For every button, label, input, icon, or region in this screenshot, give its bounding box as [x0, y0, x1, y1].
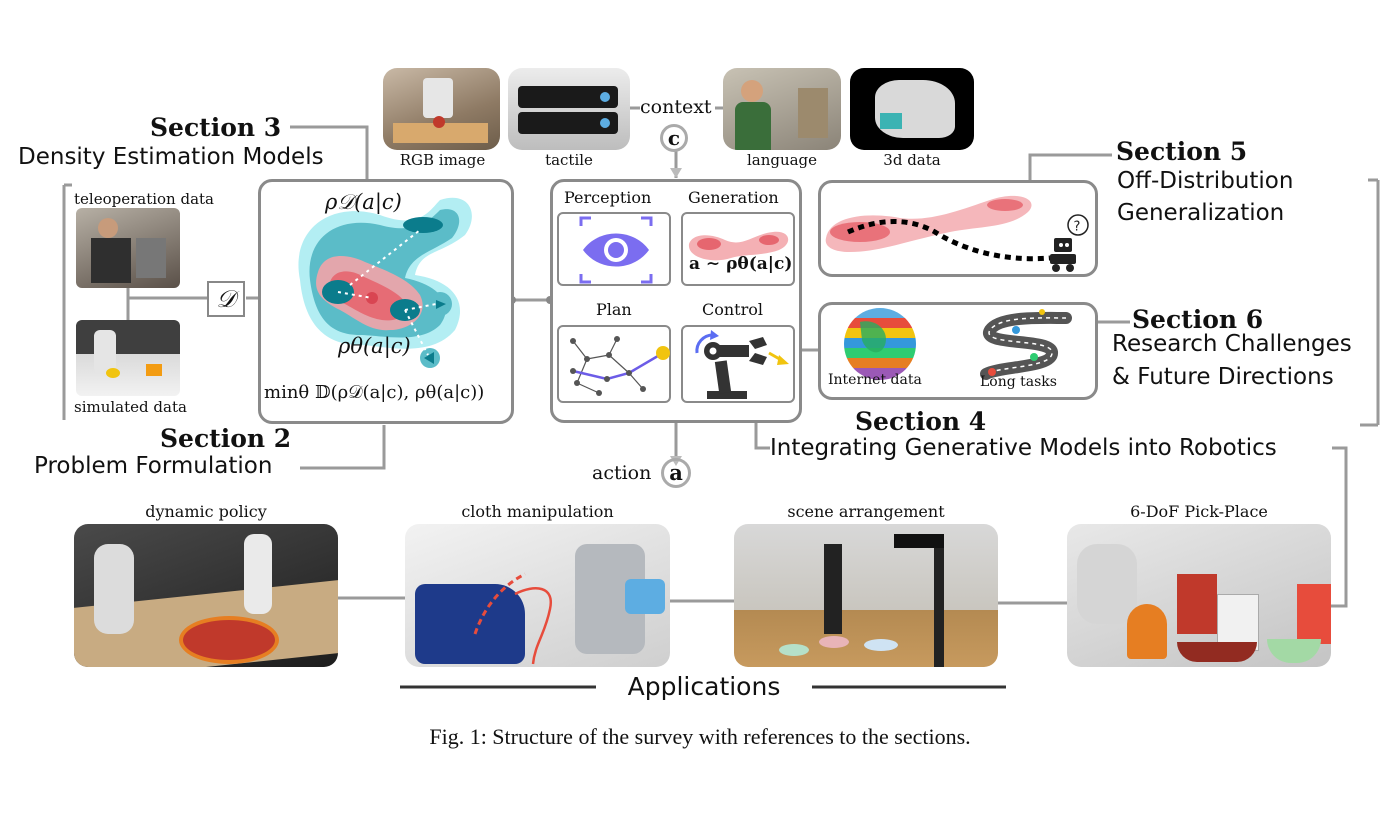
3d-data-label: 3d data: [883, 151, 941, 169]
section-2-title: Section 2: [160, 424, 292, 453]
teleoperation-label: teleoperation data: [74, 190, 215, 208]
rho-theta-label: ρθ(a|c): [338, 334, 411, 358]
section-5-desc-line2: Generalization: [1117, 200, 1285, 226]
plan-label: Plan: [596, 300, 632, 319]
svg-text:?: ?: [1074, 220, 1081, 235]
tactile-label: tactile: [545, 151, 593, 169]
section-3-title: Section 3: [150, 113, 282, 142]
rho-data-label: ρ𝒟(a|c): [325, 190, 402, 214]
generation-density-icon: [688, 231, 789, 261]
figure-caption: Fig. 1: Structure of the survey with ref…: [429, 724, 971, 749]
section-2-desc: Problem Formulation: [34, 453, 273, 479]
language-photo: [723, 68, 841, 150]
graph-plan-icon: [570, 336, 670, 396]
app-dynamic-policy-label: dynamic policy: [145, 502, 267, 521]
applications-title: Applications: [627, 672, 781, 701]
simulated-label: simulated data: [74, 398, 187, 416]
language-label: language: [746, 151, 818, 169]
tactile-photo: [508, 68, 630, 150]
trajectory-arrow: [473, 572, 553, 665]
perception-panel: [557, 212, 671, 286]
simulated-photo: [76, 320, 180, 396]
context-label: context: [640, 96, 712, 118]
context-symbol: c: [660, 124, 688, 152]
cloth-manipulation-photo: [405, 524, 670, 667]
robot-arm-icon: [695, 330, 789, 399]
3d-data-photo: [850, 68, 974, 150]
plan-panel: [557, 325, 671, 403]
section-5-desc-line1: Off-Distribution: [1117, 168, 1294, 194]
section-4-desc: Integrating Generative Models into Robot…: [770, 435, 1277, 461]
road-icon: [980, 309, 1072, 380]
internet-data-label: Internet data: [828, 372, 922, 388]
section-4-title: Section 4: [855, 407, 987, 436]
dynamic-policy-photo: [74, 524, 338, 667]
app-cloth-manipulation-label: cloth manipulation: [461, 502, 614, 521]
app-pick-place-label: 6-DoF Pick-Place: [1130, 502, 1268, 521]
arrowhead-icon: [670, 168, 682, 178]
robot-icon: [1050, 238, 1076, 272]
section-5-title: Section 5: [1116, 137, 1248, 166]
control-label: Control: [702, 300, 764, 319]
rgb-image-label: RGB image: [399, 151, 486, 169]
action-symbol: a: [661, 458, 691, 488]
section-3-desc: Density Estimation Models: [18, 144, 324, 170]
app-scene-arrangement-label: scene arrangement: [787, 502, 945, 521]
pick-place-photo: [1067, 524, 1331, 667]
rgb-image-photo: [383, 68, 500, 150]
objective-formula: minθ 𝔻(ρ𝒟(a|c), ρθ(a|c)): [264, 382, 485, 403]
scene-arrangement-photo: [734, 524, 998, 667]
teleoperation-photo: [76, 208, 180, 288]
dataset-symbol: 𝒟: [207, 281, 245, 317]
section-6-desc-line1: Research Challenges: [1112, 331, 1352, 357]
action-label: action: [592, 462, 652, 484]
long-tasks-label: Long tasks: [980, 374, 1057, 390]
control-panel: [681, 325, 795, 403]
generation-panel: [681, 212, 795, 286]
perception-label: Perception: [564, 188, 652, 207]
generation-formula: a ∼ ρθ(a|c): [689, 254, 793, 274]
eye-icon: [579, 216, 653, 284]
generation-label: Generation: [688, 188, 779, 207]
section-6-desc-line2: & Future Directions: [1112, 364, 1334, 390]
question-icon: [1067, 214, 1089, 236]
globe-icon: [844, 308, 916, 380]
section-6-title: Section 6: [1132, 305, 1264, 334]
